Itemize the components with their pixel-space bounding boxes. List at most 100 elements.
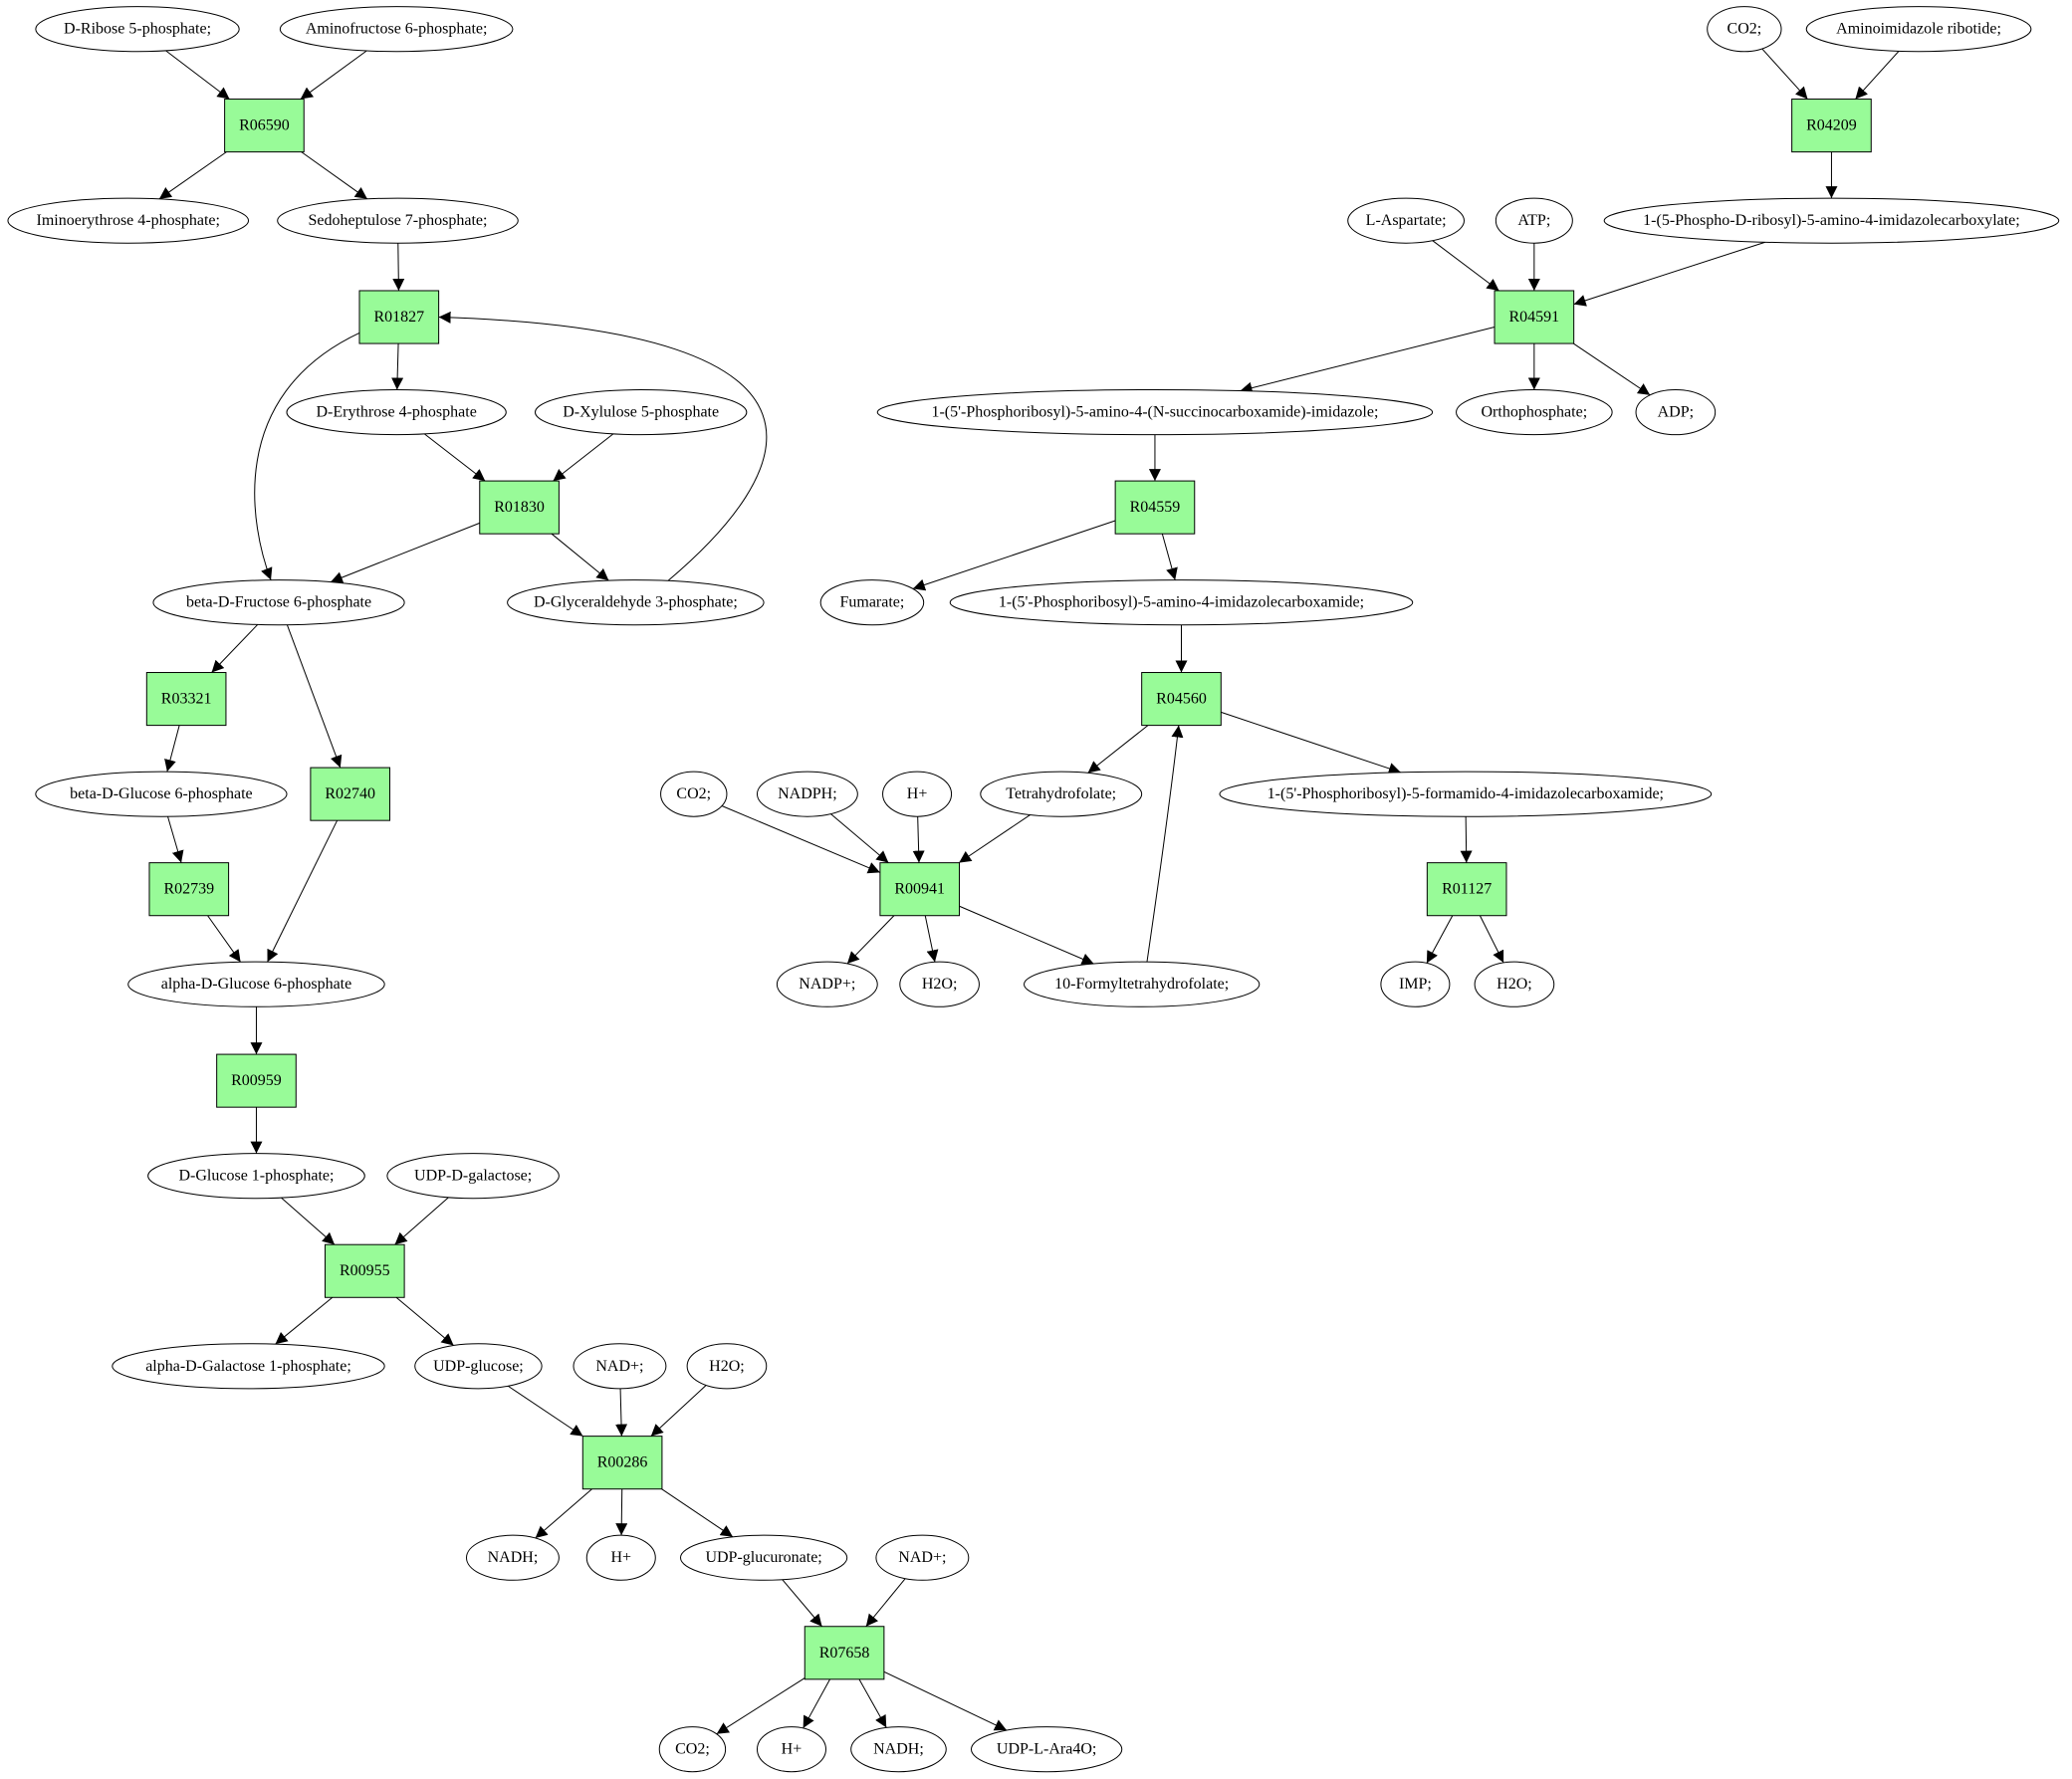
metabolite-node-udpgalactose[interactable]: UDP-D-galactose; [386, 1153, 560, 1200]
edge-nad_1-to-R00286 [615, 1388, 628, 1437]
metabolite-ellipse-h2o_3 [1474, 961, 1555, 1007]
metabolite-label-h_1: H+ [610, 1549, 631, 1566]
metabolite-node-aicar[interactable]: 1-(5'-Phosphoribosyl)-5-amino-4-imidazol… [949, 579, 1414, 626]
metabolite-node-imp[interactable]: IMP; [1380, 961, 1451, 1007]
edge-R00941-to-h2o_2 [924, 915, 939, 963]
metabolite-node-formylthf[interactable]: 10-Formyltetrahydrofolate; [1024, 961, 1261, 1007]
metabolite-node-nad_2[interactable]: NAD+; [875, 1534, 970, 1581]
metabolite-label-h2o_3: H2O; [1496, 976, 1532, 993]
reaction-node-R01830[interactable]: R01830 [479, 480, 560, 535]
metabolite-label-co2_2: CO2; [1727, 21, 1762, 38]
metabolite-label-h_3: H+ [907, 785, 928, 802]
metabolite-label-glucose1p: D-Glucose 1-phosphate; [178, 1168, 334, 1185]
reaction-label-R03321: R03321 [161, 691, 212, 708]
metabolite-label-h_2: H+ [782, 1741, 803, 1758]
metabolite-node-air[interactable]: Aminoimidazole ribotide; [1805, 6, 2032, 53]
metabolite-node-aspartate[interactable]: L-Aspartate; [1347, 197, 1466, 244]
metabolite-label-carboxylate: 1-(5-Phospho-D-ribosyl)-5-amino-4-imidaz… [1643, 212, 2020, 229]
metabolite-node-fumarate[interactable]: Fumarate; [819, 579, 925, 626]
metabolite-label-udpglucose: UDP-glucose; [433, 1358, 524, 1375]
metabolite-node-erythrose4p[interactable]: D-Erythrose 4-phosphate [286, 389, 507, 436]
edge-R01827-to-fructose6p [254, 332, 360, 580]
metabolite-node-h2o_3[interactable]: H2O; [1474, 961, 1555, 1007]
nodes-layer: D-Ribose 5-phosphate; Aminofructose 6-pho… [7, 6, 2060, 1773]
metabolite-node-h2o_2[interactable]: H2O; [899, 961, 980, 1007]
metabolite-node-bglucose6p[interactable]: beta-D-Glucose 6-phosphate [35, 771, 288, 817]
reaction-label-R01830: R01830 [494, 499, 545, 516]
reaction-node-R00286[interactable]: R00286 [581, 1436, 663, 1490]
metabolite-node-orthophosphate[interactable]: Orthophosphate; [1456, 389, 1613, 436]
metabolite-ellipse-aspartate [1347, 197, 1466, 244]
metabolite-node-nadh_1[interactable]: NADH; [465, 1534, 560, 1581]
metabolite-label-formylthf: 10-Formyltetrahydrofolate; [1054, 976, 1229, 993]
metabolite-node-nadh_2[interactable]: NADH; [850, 1726, 947, 1773]
edge-R01127-to-imp [1426, 915, 1454, 964]
metabolite-label-aspartate: L-Aspartate; [1366, 212, 1447, 229]
edge-air-to-R04209 [1855, 51, 1900, 100]
metabolite-node-glucose1p[interactable]: D-Glucose 1-phosphate; [147, 1153, 365, 1200]
metabolite-label-udpgalactose: UDP-D-galactose; [414, 1168, 532, 1185]
metabolite-label-nadp: NADP+; [799, 976, 855, 993]
reaction-node-R03321[interactable]: R03321 [145, 672, 227, 727]
metabolite-node-carboxylate[interactable]: 1-(5-Phospho-D-ribosyl)-5-amino-4-imidaz… [1603, 197, 2060, 244]
metabolite-label-nad_2: NAD+; [898, 1549, 946, 1566]
metabolite-node-udpglucuronate[interactable]: UDP-glucuronate; [679, 1534, 848, 1581]
metabolite-node-ribose5p[interactable]: D-Ribose 5-phosphate; [35, 6, 240, 53]
reaction-box-R00959 [216, 1053, 297, 1108]
metabolite-node-h_1[interactable]: H+ [585, 1534, 656, 1581]
metabolite-label-imp: IMP; [1399, 976, 1432, 993]
metabolite-node-h2o_1[interactable]: H2O; [686, 1343, 768, 1390]
reaction-node-R01127[interactable]: R01127 [1426, 862, 1507, 917]
metabolite-node-co2_2[interactable]: CO2; [1707, 6, 1782, 53]
edge-aspartate-to-R04591 [1432, 240, 1499, 292]
edge-R01830-to-fructose6p [330, 522, 480, 583]
reaction-node-R02739[interactable]: R02739 [148, 862, 230, 917]
reaction-node-R04559[interactable]: R04559 [1114, 480, 1196, 535]
metabolite-node-nadp[interactable]: NADP+; [776, 961, 878, 1007]
metabolite-node-udplara4o[interactable]: UDP-L-Ara4O; [970, 1726, 1123, 1773]
metabolite-ellipse-sedoheptulose7p [277, 197, 519, 244]
reaction-node-R04591[interactable]: R04591 [1494, 290, 1575, 344]
metabolite-node-co2_3[interactable]: CO2; [660, 771, 728, 817]
edge-h2o_1-to-R00286 [650, 1385, 707, 1437]
reaction-node-R04209[interactable]: R04209 [1791, 99, 1872, 153]
metabolite-node-aglucose6p[interactable]: alpha-D-Glucose 6-phosphate [127, 961, 385, 1007]
reaction-node-R00959[interactable]: R00959 [216, 1053, 297, 1108]
metabolite-node-sedoheptulose7p[interactable]: Sedoheptulose 7-phosphate; [277, 197, 519, 244]
metabolite-node-nadph[interactable]: NADPH; [756, 771, 858, 817]
metabolite-node-udpglucose[interactable]: UDP-glucose; [414, 1343, 543, 1390]
metabolite-ellipse-ribose5p [35, 6, 240, 53]
metabolite-node-nad_1[interactable]: NAD+; [573, 1343, 667, 1390]
metabolite-node-iminoerythrose4p[interactable]: Iminoerythrose 4-phosphate; [7, 197, 250, 244]
metabolite-ellipse-udplara4o [970, 1726, 1123, 1773]
metabolite-node-saicar[interactable]: 1-(5'-Phosphoribosyl)-5-amino-4-(N-succi… [876, 389, 1434, 436]
reaction-node-R02740[interactable]: R02740 [310, 767, 391, 821]
edge-fructose6p-to-R02740 [286, 624, 343, 769]
metabolite-node-glyceraldehyde3p[interactable]: D-Glyceraldehyde 3-phosphate; [507, 579, 765, 626]
reaction-node-R06590[interactable]: R06590 [224, 99, 305, 153]
edge-nad_2-to-R07658 [865, 1578, 906, 1628]
metabolite-ellipse-nadph [756, 771, 858, 817]
metabolite-label-faicar: 1-(5'-Phosphoribosyl)-5-formamido-4-imid… [1267, 785, 1664, 802]
metabolite-node-xylulose5p[interactable]: D-Xylulose 5-phosphate [535, 389, 748, 436]
metabolite-node-faicar[interactable]: 1-(5'-Phosphoribosyl)-5-formamido-4-imid… [1219, 771, 1713, 817]
metabolite-ellipse-air [1805, 6, 2032, 53]
metabolite-node-aminofructose6p[interactable]: Aminofructose 6-phosphate; [279, 6, 514, 53]
reaction-node-R07658[interactable]: R07658 [804, 1626, 885, 1680]
reaction-node-R00955[interactable]: R00955 [324, 1243, 405, 1298]
metabolite-node-atp[interactable]: ATP; [1495, 197, 1573, 244]
metabolite-node-h_2[interactable]: H+ [756, 1726, 826, 1773]
metabolite-node-adp[interactable]: ADP; [1635, 389, 1717, 436]
metabolite-ellipse-nadh_2 [850, 1726, 947, 1773]
metabolite-node-co2_1[interactable]: CO2; [658, 1726, 727, 1773]
metabolite-node-galactose1p[interactable]: alpha-D-Galactose 1-phosphate; [112, 1343, 385, 1390]
metabolite-node-fructose6p[interactable]: beta-D-Fructose 6-phosphate [152, 579, 405, 626]
metabolite-node-thf[interactable]: Tetrahydrofolate; [980, 771, 1143, 817]
reaction-node-R04560[interactable]: R04560 [1141, 672, 1222, 727]
metabolite-node-h_3[interactable]: H+ [882, 771, 953, 817]
reaction-node-R01827[interactable]: R01827 [358, 290, 440, 344]
metabolite-ellipse-xylulose5p [535, 389, 748, 436]
edge-co2_3-to-R00941 [721, 805, 881, 874]
metabolite-label-h2o_1: H2O; [709, 1358, 745, 1375]
reaction-node-R00941[interactable]: R00941 [879, 862, 961, 917]
